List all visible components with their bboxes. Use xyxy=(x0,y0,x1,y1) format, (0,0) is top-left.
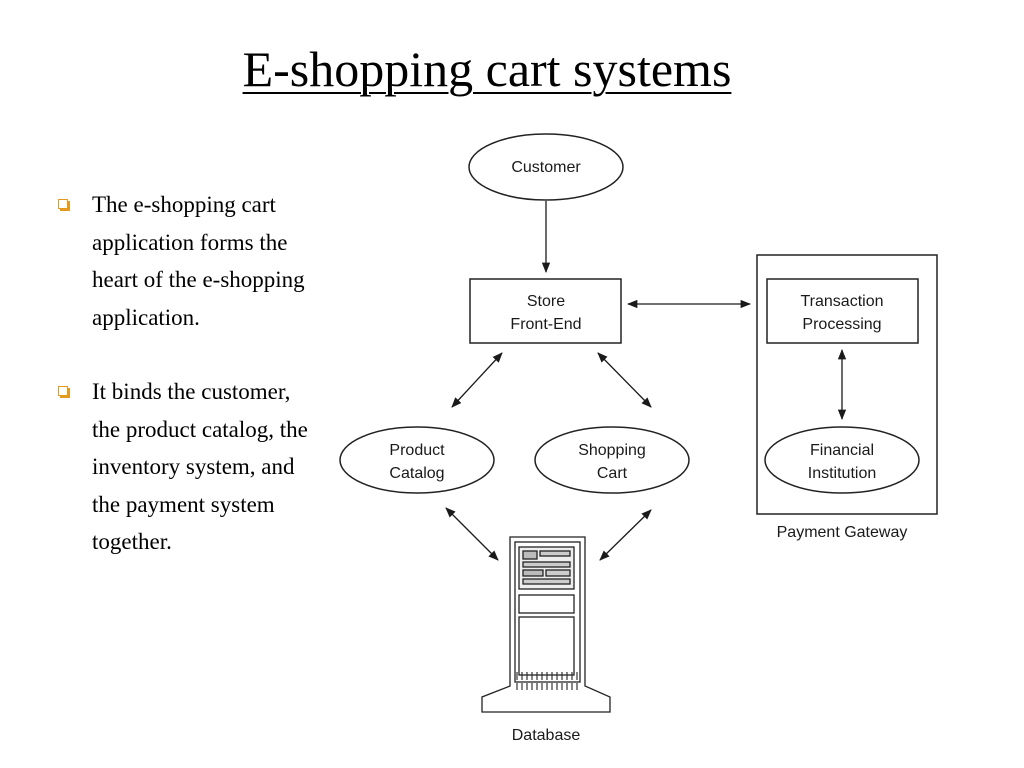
financial-institution-node: Financial Institution xyxy=(764,426,920,494)
arrow-store-cart xyxy=(597,352,652,408)
store-front-end-label-line1: Store xyxy=(527,293,565,310)
shopping-cart-node: Shopping Cart xyxy=(534,426,690,494)
bullet-text: It binds the customer, the product catal… xyxy=(92,379,308,554)
arrow-store-catalog xyxy=(451,352,503,408)
slide-title: E-shopping cart systems xyxy=(242,41,732,97)
arrow-cart-database xyxy=(599,509,652,561)
store-front-end-node: Store Front-End xyxy=(469,278,622,344)
bullet-item: It binds the customer, the product catal… xyxy=(52,373,312,561)
payment-gateway-label: Payment Gateway xyxy=(777,524,908,541)
transaction-processing-label-line1: Transaction xyxy=(801,293,884,310)
product-catalog-label-line1: Product xyxy=(389,442,445,459)
server-tower-icon xyxy=(481,536,611,713)
store-front-end-label-line2: Front-End xyxy=(510,316,581,333)
bullet-text: The e-shopping cart application forms th… xyxy=(92,192,305,330)
hollow-square-bullet-icon xyxy=(58,199,68,209)
financial-institution-label-line1: Financial xyxy=(810,442,874,459)
bullet-list: The e-shopping cart application forms th… xyxy=(52,186,312,598)
shopping-cart-label-line2: Cart xyxy=(597,465,628,482)
database-label: Database xyxy=(512,727,581,744)
transaction-processing-label-line2: Processing xyxy=(802,316,881,333)
product-catalog-label-line2: Catalog xyxy=(389,465,444,482)
shopping-cart-label-line1: Shopping xyxy=(578,442,646,459)
bullet-item: The e-shopping cart application forms th… xyxy=(52,186,312,336)
customer-node: Customer xyxy=(468,133,624,201)
financial-institution-label-line2: Institution xyxy=(808,465,876,482)
transaction-processing-node: Transaction Processing xyxy=(766,278,919,344)
arrow-catalog-database xyxy=(445,507,499,561)
hollow-square-bullet-icon xyxy=(58,386,68,396)
customer-label: Customer xyxy=(511,159,581,176)
product-catalog-node: Product Catalog xyxy=(339,426,495,494)
